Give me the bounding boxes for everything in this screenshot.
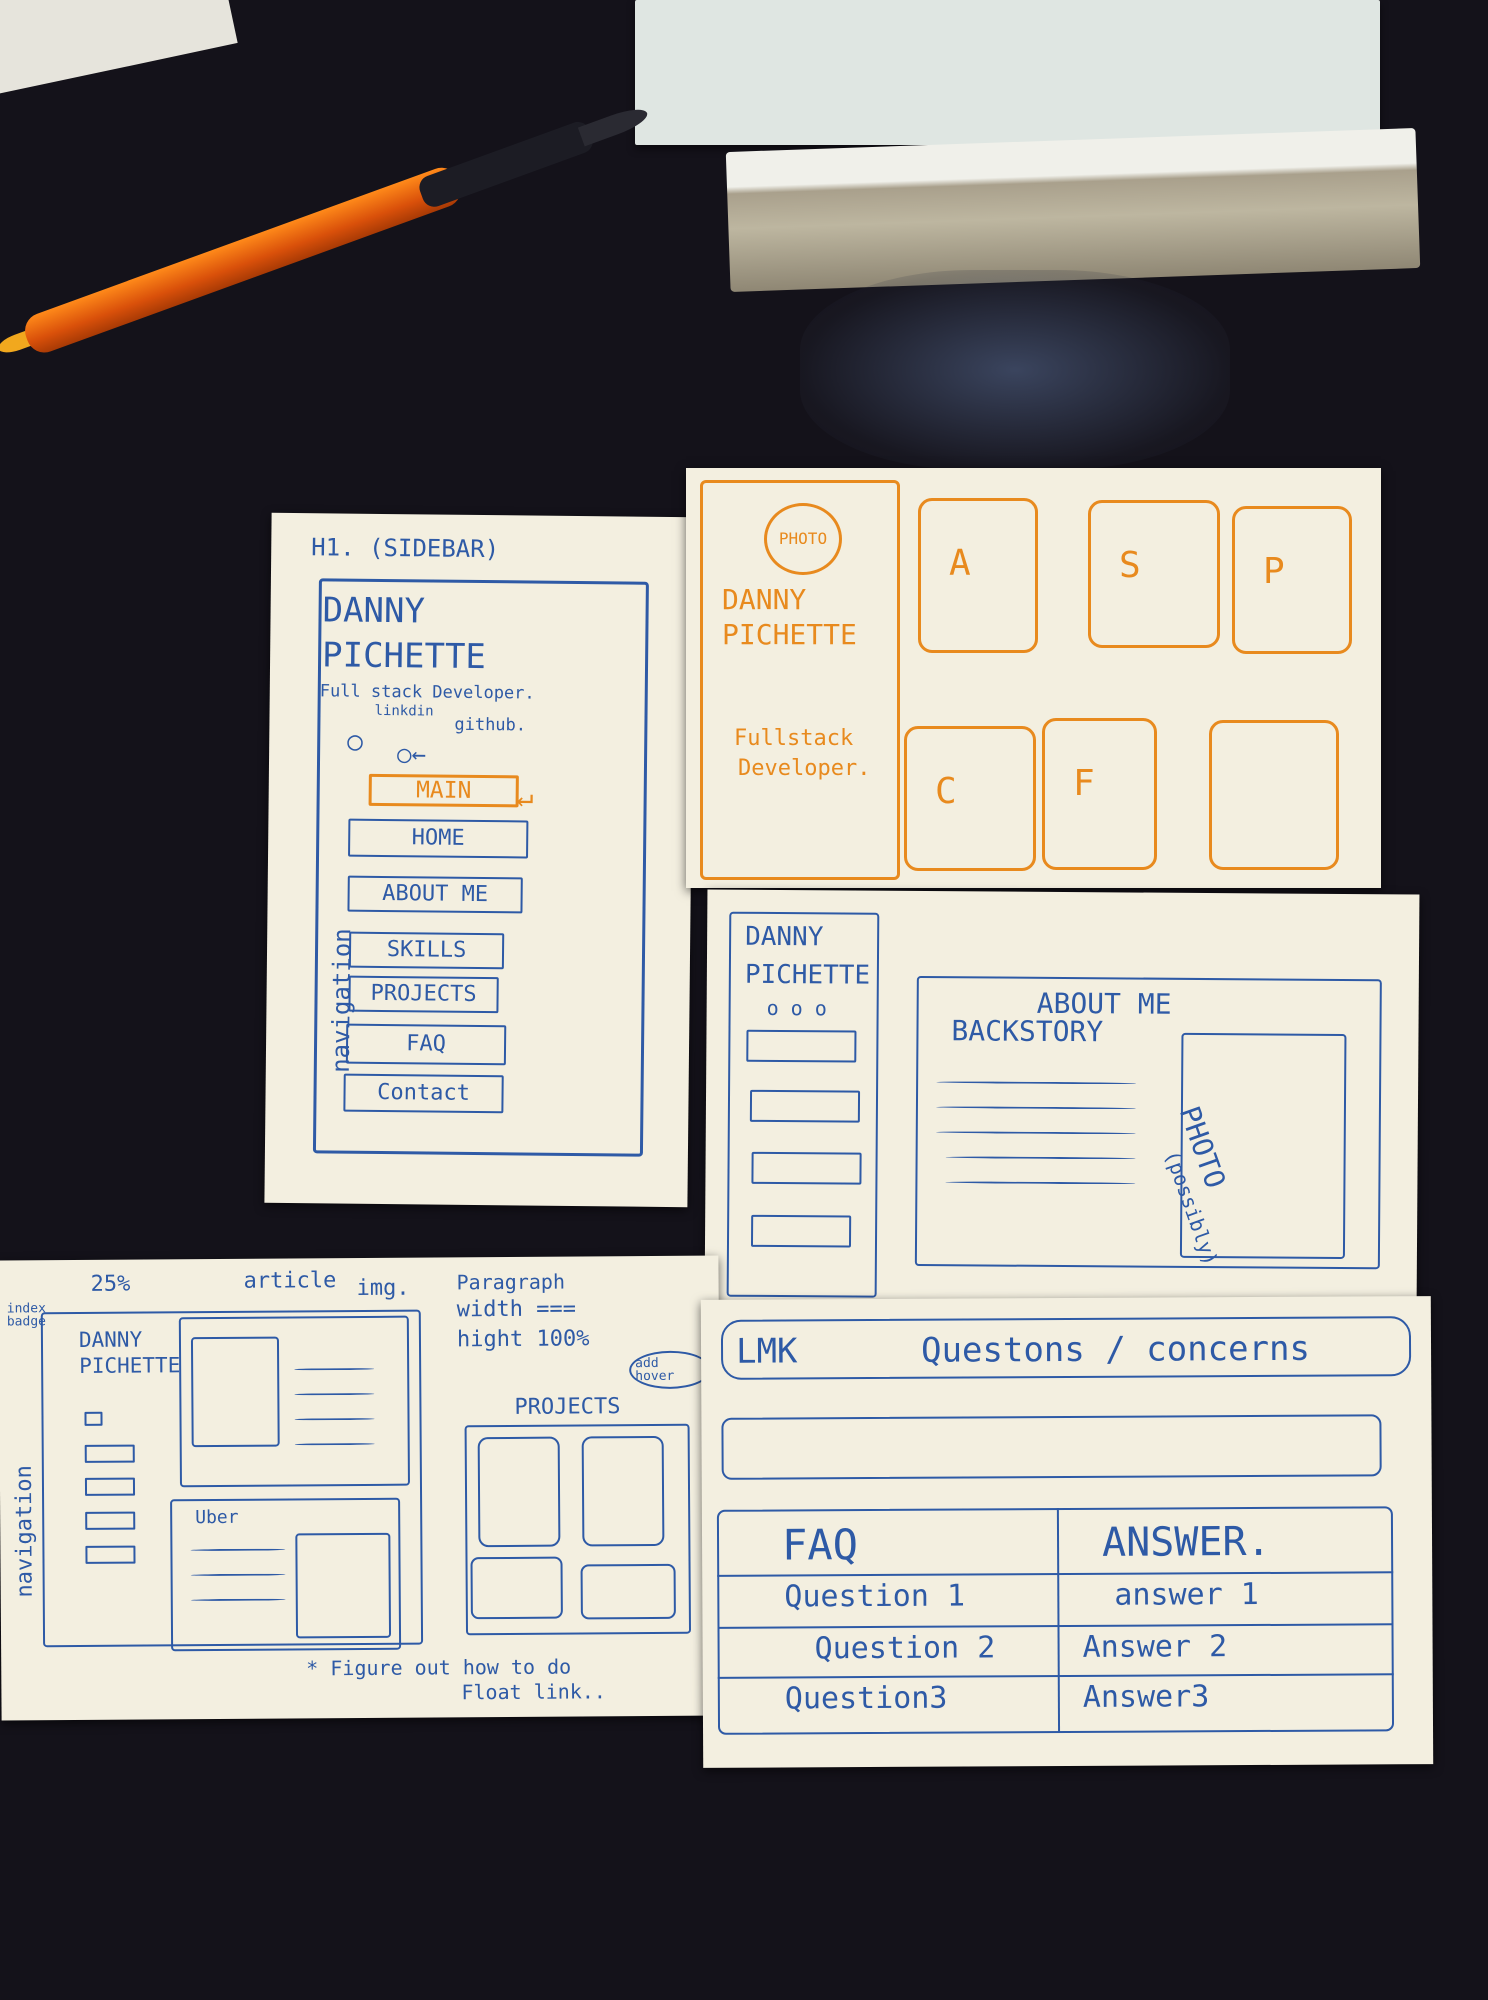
tile[interactable]: A <box>918 498 1038 653</box>
faq-sketch-card: LMK Questons / concerns FAQ ANSWER. Ques… <box>700 1296 1434 1768</box>
paragraph-note-1: Paragraph <box>456 1269 566 1295</box>
nav-box-2[interactable] <box>749 1089 861 1123</box>
photo-label: PHOTO <box>778 529 828 548</box>
name-line-2: PICHETTE <box>744 959 871 991</box>
layout-sketch-card: 25% article img. Paragraph width === hig… <box>0 1255 722 1721</box>
github-label: github. <box>454 714 527 736</box>
mini-nav-1[interactable] <box>84 1411 103 1426</box>
projects-label: PROJECTS <box>514 1394 621 1420</box>
main-label-box: MAIN <box>368 773 519 808</box>
plastic-wrap <box>800 270 1230 470</box>
mini-nav-3[interactable] <box>84 1477 136 1496</box>
tile-label: A <box>949 543 971 584</box>
name-line-1: DANNY <box>745 921 824 953</box>
linkedin-icon: ○ <box>347 726 364 757</box>
nav-item-label: Contact <box>377 1079 471 1106</box>
add-hover-note: add hover <box>629 1350 712 1390</box>
project-tile-2[interactable] <box>581 1435 665 1547</box>
header-left: LMK <box>735 1331 798 1372</box>
faq-question: Question3 <box>784 1680 948 1717</box>
nav-item-box[interactable]: Contact <box>343 1073 504 1114</box>
article-img-1 <box>190 1336 280 1448</box>
nav-item-label: HOME <box>411 825 465 851</box>
mini-nav-2[interactable] <box>84 1444 135 1463</box>
percent-note: 25% <box>90 1271 131 1297</box>
nav-item-label: SKILLS <box>386 937 467 963</box>
nav-list <box>272 513 695 517</box>
about-sketch-card: DANNY PICHETTE o o o ABOUT ME BACKSTORY … <box>704 889 1420 1313</box>
nav-item-box[interactable]: FAQ <box>345 1023 507 1066</box>
nav-item-box[interactable]: ABOUT ME <box>347 875 523 914</box>
project-tile-3[interactable] <box>470 1556 563 1620</box>
faq-input-bar[interactable] <box>721 1414 1382 1480</box>
nav-box-3[interactable] <box>751 1151 862 1185</box>
card-stack-lower <box>725 128 1421 292</box>
sidebar-sketch-card: H1. (SIDEBAR) DANNY PICHETTE Full stack … <box>264 512 695 1208</box>
nav-item-box[interactable]: PROJECTS <box>348 975 499 1014</box>
main-arrow-icon: ↵ <box>516 780 534 814</box>
pen-grip <box>416 118 597 211</box>
footnote-line-1: * Figure out how to do <box>306 1654 572 1681</box>
faq-answer: Answer3 <box>1082 1679 1210 1715</box>
name-line-2: PICHETTE <box>79 1353 181 1378</box>
mini-nav-5[interactable] <box>85 1545 136 1564</box>
role-line-1: Fullstack <box>734 726 854 751</box>
linkedin-label: linkdin <box>374 702 434 720</box>
role-line-2: Developer. <box>738 756 871 781</box>
tiles-sketch-card: PHOTO DANNY PICHETTE Fullstack Developer… <box>686 468 1381 888</box>
faq-question: Question 1 <box>784 1578 966 1615</box>
about-subtitle: BACKSTORY <box>951 1014 1104 1049</box>
tile[interactable]: P <box>1232 506 1352 654</box>
tile-label: S <box>1119 545 1141 586</box>
nav-item-label: FAQ <box>406 1031 447 1057</box>
col-answer: ANSWER. <box>1101 1518 1271 1566</box>
faq-answer: Answer 2 <box>1082 1629 1228 1665</box>
pen <box>0 81 678 358</box>
header-right: Questons / concerns <box>920 1328 1311 1371</box>
img-note: img. <box>356 1275 410 1302</box>
tile-label: P <box>1263 551 1285 592</box>
footnote-line-2: Float link.. <box>461 1679 607 1705</box>
paragraph-note-3: hight 100% <box>456 1326 590 1353</box>
nav-box-1[interactable] <box>746 1029 857 1063</box>
paper-corner <box>0 0 238 95</box>
article-note: article <box>243 1268 337 1294</box>
card-heading: H1. (SIDEBAR) <box>311 533 500 564</box>
name-line-2: PICHETTE <box>722 618 857 651</box>
name-line-2: PICHETTE <box>321 635 487 678</box>
col-faq: FAQ <box>781 1520 859 1570</box>
card-stack <box>635 0 1380 145</box>
mini-nav-4[interactable] <box>85 1511 136 1530</box>
paragraph-note-2: width === <box>456 1296 577 1323</box>
pen-barrel <box>20 162 466 358</box>
project-tile-4[interactable] <box>580 1563 676 1620</box>
nav-item-label: PROJECTS <box>370 980 477 1007</box>
nav-item-box[interactable]: SKILLS <box>348 931 505 970</box>
nav-item-box[interactable]: HOME <box>348 818 529 859</box>
side-navigation-label: navigation <box>11 1465 38 1598</box>
github-icon: ○← <box>396 740 427 769</box>
tile[interactable]: C <box>904 726 1036 871</box>
profile-panel <box>700 480 900 880</box>
subtitle: Full stack Developer. <box>319 681 535 704</box>
nav-item-label: ABOUT ME <box>382 880 489 908</box>
name-line-1: DANNY <box>322 590 426 632</box>
tile[interactable] <box>1209 720 1339 870</box>
faq-answer: answer 1 <box>1114 1576 1259 1613</box>
project-tile-1[interactable] <box>477 1436 561 1548</box>
tile-label: F <box>1073 763 1095 804</box>
tile[interactable]: S <box>1088 500 1220 648</box>
social-dots: o o o <box>766 995 827 1021</box>
main-label: MAIN <box>415 776 472 804</box>
faq-question: Question 2 <box>814 1630 996 1667</box>
nav-box-4[interactable] <box>750 1214 852 1248</box>
tile[interactable]: F <box>1042 718 1157 870</box>
tile-label: C <box>935 771 957 812</box>
name-line-1: DANNY <box>722 583 807 616</box>
article-inner-label: Uber <box>195 1506 239 1529</box>
photo-circle: PHOTO <box>764 503 842 575</box>
name-line-1: DANNY <box>78 1327 143 1352</box>
article-img-2 <box>295 1532 392 1639</box>
